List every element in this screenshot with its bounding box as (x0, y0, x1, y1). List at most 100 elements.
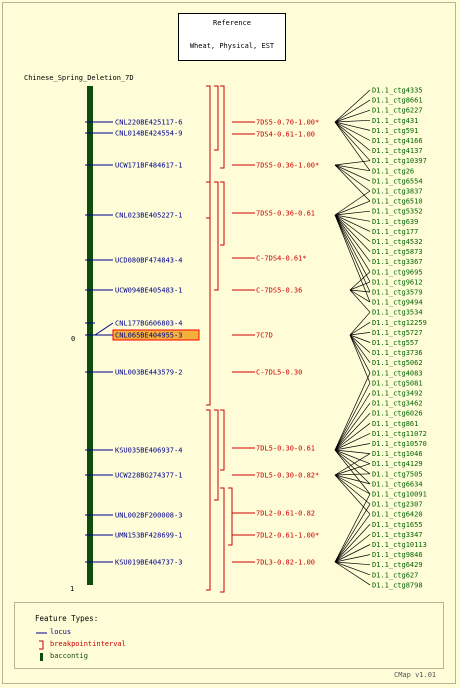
interval-7dl5-0-30-0-61-label[interactable]: 7DL5-0.30-0.61 (256, 445, 315, 453)
contig-d1-1-ctg4166[interactable]: D1.1_ctg4166 (372, 137, 423, 145)
contig-d1-1-ctg12259[interactable]: D1.1_ctg12259 (372, 319, 427, 327)
contig-d1-1-ctg3462[interactable]: D1.1_ctg3462 (372, 400, 423, 408)
locus-cnl014be424554-9-label[interactable]: CNL014BE424554-9 (115, 130, 182, 138)
contig-d1-1-ctg5081[interactable]: D1.1_ctg5081 (372, 379, 423, 387)
contig-d1-1-ctg4129[interactable]: D1.1_ctg4129 (372, 460, 423, 468)
contig-d1-1-ctg7505[interactable]: D1.1_ctg7505 (372, 470, 423, 478)
interval-7c7d-label[interactable]: 7C7D (256, 332, 273, 340)
interval-7ds5-0-36-1-00-label[interactable]: 7DS5-0.36-1.00* (256, 162, 319, 170)
contig-d1-1-ctg6429[interactable]: D1.1_ctg6429 (372, 561, 423, 569)
locus-ucw094be405483-1-label[interactable]: UCW094BE405483-1 (115, 287, 182, 295)
correspondence-line (334, 214, 371, 272)
contig-d1-1-ctg8798[interactable]: D1.1_ctg8798 (372, 581, 423, 589)
contig-d1-1-ctg9695[interactable]: D1.1_ctg9695 (372, 268, 423, 276)
contig-d1-1-ctg10570[interactable]: D1.1_ctg10570 (372, 440, 427, 448)
correspondence-line (334, 473, 371, 476)
contig-d1-1-ctg3736[interactable]: D1.1_ctg3736 (372, 349, 423, 357)
correspondence-line (334, 164, 371, 172)
interval-7dl5-0-30-0-82-label[interactable]: 7DL5-0.30-0.82* (256, 472, 319, 480)
contig-d1-1-ctg6420[interactable]: D1.1_ctg6420 (372, 511, 423, 519)
contig-d1-1-ctg3579[interactable]: D1.1_ctg3579 (372, 289, 423, 297)
contig-d1-1-ctg6026[interactable]: D1.1_ctg6026 (372, 410, 423, 418)
contig-d1-1-ctg10091[interactable]: D1.1_ctg10091 (372, 491, 427, 499)
interval-c-7dl5-0-30-label[interactable]: C-7DL5-0.30 (256, 369, 302, 377)
contig-d1-1-ctg177[interactable]: D1.1_ctg177 (372, 228, 418, 236)
contig-d1-1-ctg861[interactable]: D1.1_ctg861 (372, 420, 418, 428)
locus-cnl177bg606803-4-connector (94, 322, 114, 336)
interval-7ds5-0-36-0-61-label[interactable]: 7DS5-0.36-0.61 (256, 210, 315, 218)
contig-d1-1-ctg639[interactable]: D1.1_ctg639 (372, 218, 418, 226)
correspondence-line (334, 412, 371, 451)
contig-d1-1-ctg627[interactable]: D1.1_ctg627 (372, 571, 418, 579)
contig-d1-1-ctg3367[interactable]: D1.1_ctg3367 (372, 258, 423, 266)
locus-ucw228bg274377-1-label[interactable]: UCW228BG274377-1 (115, 472, 182, 480)
locus-ksu019be404737-3-label[interactable]: KSU019BE404737-3 (115, 559, 182, 567)
interval-c-7ds4-0-61-label[interactable]: C-7DS4-0.61* (256, 255, 307, 263)
contig-d1-1-ctg2307[interactable]: D1.1_ctg2307 (372, 501, 423, 509)
correspondence-line (334, 119, 371, 123)
map-title[interactable]: Chinese_Spring_Deletion_7D (24, 74, 134, 82)
contig-d1-1-ctg26[interactable]: D1.1_ctg26 (372, 167, 414, 175)
contig-d1-1-ctg9612[interactable]: D1.1_ctg9612 (372, 278, 423, 286)
contig-d1-1-ctg5727[interactable]: D1.1_ctg5727 (372, 329, 423, 337)
contig-d1-1-ctg8661[interactable]: D1.1_ctg8661 (372, 97, 423, 105)
correspondence-line (334, 109, 371, 123)
correspondence-line (334, 463, 371, 476)
contig-d1-1-ctg557[interactable]: D1.1_ctg557 (372, 339, 418, 347)
locus-unl002bf200008-3-label[interactable]: UNL002BF200008-3 (115, 512, 182, 520)
correspondence-line (334, 121, 371, 172)
contig-d1-1-ctg1655[interactable]: D1.1_ctg1655 (372, 521, 423, 529)
interval-7dl3-0-82-1-00-label[interactable]: 7DL3-0.82-1.00 (256, 559, 315, 567)
contig-d1-1-ctg10397[interactable]: D1.1_ctg10397 (372, 157, 427, 165)
correspondence-line (334, 554, 371, 563)
locus-cnl065be404955-3-label[interactable]: CNL065BE404955-3 (115, 332, 182, 340)
locus-ucw171bf484617-1-label[interactable]: UCW171BF484617-1 (115, 162, 182, 170)
contig-d1-1-ctg591[interactable]: D1.1_ctg591 (372, 127, 418, 135)
contig-d1-1-ctg9846[interactable]: D1.1_ctg9846 (372, 551, 423, 559)
interval-7ds5-0-70-1-00-label[interactable]: 7DS5-0.70-1.00* (256, 119, 319, 127)
locus-umn153bf428699-1-label[interactable]: UMN153BF428699-1 (115, 532, 182, 540)
locus-cnl220be425117-6-label[interactable]: CNL220BE425117-6 (115, 119, 182, 127)
interval-7ds4-0-61-1-00-label[interactable]: 7DS4-0.61-1.00 (256, 131, 315, 139)
correspondence-line (334, 214, 371, 293)
contig-d1-1-ctg5062[interactable]: D1.1_ctg5062 (372, 359, 423, 367)
correspondence-line (334, 164, 371, 192)
legend-label-breakpointinterval: breakpointinterval (50, 640, 126, 648)
interval-7dl2-0-61-1-00-label[interactable]: 7DL2-0.61-1.00* (256, 532, 319, 540)
locus-cnl023be405227-1-label[interactable]: CNL023BE405227-1 (115, 212, 182, 220)
locus-cnl177bg606803-4-label[interactable]: CNL177BG606803-4 (115, 320, 182, 328)
contig-d1-1-ctg6227[interactable]: D1.1_ctg6227 (372, 107, 423, 115)
map-start-label: 0 (71, 335, 75, 343)
contig-d1-1-ctg4532[interactable]: D1.1_ctg4532 (372, 238, 423, 246)
contig-d1-1-ctg4335[interactable]: D1.1_ctg4335 (372, 87, 423, 95)
contig-d1-1-ctg10113[interactable]: D1.1_ctg10113 (372, 541, 427, 549)
contig-d1-1-ctg9494[interactable]: D1.1_ctg9494 (372, 299, 423, 307)
interval-c-7ds5-0-36-label[interactable]: C-7DS5-0.36 (256, 287, 302, 295)
contig-d1-1-ctg6554[interactable]: D1.1_ctg6554 (372, 177, 423, 185)
contig-d1-1-ctg3492[interactable]: D1.1_ctg3492 (372, 390, 423, 398)
correspondence-line (334, 121, 371, 131)
contig-d1-1-ctg3347[interactable]: D1.1_ctg3347 (372, 531, 423, 539)
contig-d1-1-ctg6510[interactable]: D1.1_ctg6510 (372, 198, 423, 206)
locus-ksu035be406937-4-label[interactable]: KSU035BE406937-4 (115, 447, 182, 455)
correspondence-line (349, 281, 371, 291)
contig-d1-1-ctg11072[interactable]: D1.1_ctg11072 (372, 430, 427, 438)
contig-d1-1-ctg431[interactable]: D1.1_ctg431 (372, 117, 418, 125)
contig-d1-1-ctg3534[interactable]: D1.1_ctg3534 (372, 309, 423, 317)
contig-d1-1-ctg6634[interactable]: D1.1_ctg6634 (372, 480, 423, 488)
interval-7dl2-0-61-0-82-label[interactable]: 7DL2-0.61-0.82 (256, 510, 315, 518)
contig-d1-1-ctg5873[interactable]: D1.1_ctg5873 (372, 248, 423, 256)
reference-box[interactable]: Reference Wheat, Physical, EST (178, 13, 286, 61)
contig-d1-1-ctg4137[interactable]: D1.1_ctg4137 (372, 147, 423, 155)
contig-d1-1-ctg1046[interactable]: D1.1_ctg1046 (372, 450, 423, 458)
correspondence-line (334, 164, 371, 202)
correspondence-line (334, 449, 371, 465)
correspondence-line (334, 449, 371, 485)
locus-ucd080bf474843-4-label[interactable]: UCD080BF474843-4 (115, 257, 182, 265)
contig-d1-1-ctg4083[interactable]: D1.1_ctg4083 (372, 369, 423, 377)
contig-d1-1-ctg3837[interactable]: D1.1_ctg3837 (372, 188, 423, 196)
correspondence-line (334, 200, 371, 216)
locus-unl003be443579-2-label[interactable]: UNL003BE443579-2 (115, 369, 182, 377)
correspondence-line (334, 474, 371, 505)
contig-d1-1-ctg5352[interactable]: D1.1_ctg5352 (372, 208, 423, 216)
